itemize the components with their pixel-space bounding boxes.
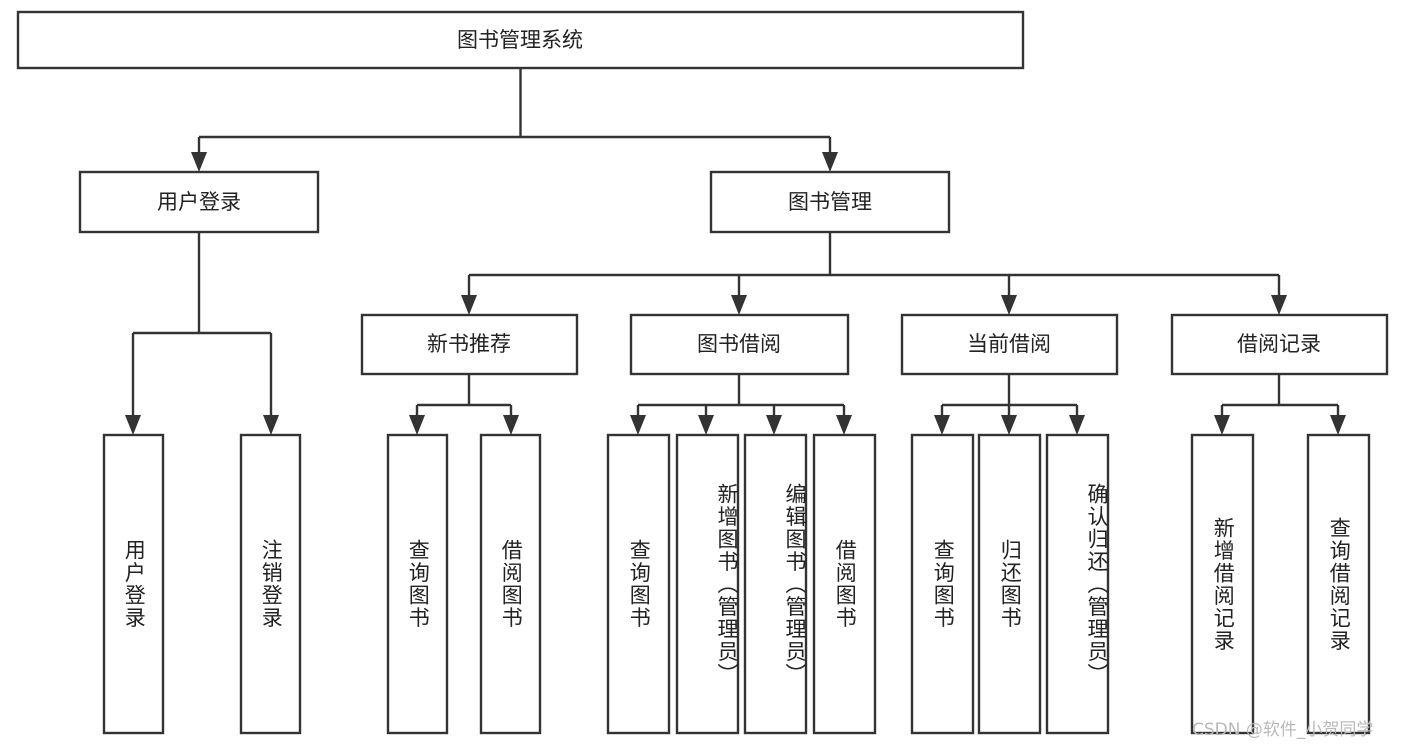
node-current-label: 当前借阅	[967, 332, 1051, 356]
node-borrow-box[interactable]	[629, 313, 850, 376]
node-leaf-5-box[interactable]	[606, 433, 671, 735]
node-current-box[interactable]	[900, 313, 1119, 376]
node-borrow[interactable]: 图书借阅	[629, 313, 850, 376]
node-leaf-3-box[interactable]	[386, 433, 449, 735]
node-leaf-7-label: 编辑图书（管理员）	[783, 482, 807, 686]
node-bookmgmt-label: 图书管理	[788, 190, 872, 214]
node-leaf-12-label: 新增借阅记录	[1211, 516, 1236, 652]
node-leaf-9-box[interactable]	[910, 433, 975, 735]
arrow-icon-newbook	[461, 295, 477, 315]
node-login[interactable]: 用户登录	[78, 170, 320, 234]
arrow-icon-leaf-12	[1214, 415, 1230, 435]
node-leaf-8-label: 借阅图书	[833, 539, 858, 629]
arrow-icon-leaf-7	[766, 415, 782, 435]
arrow-icon-records	[1271, 295, 1287, 315]
node-leaf-1-label: 用户登录	[122, 539, 147, 629]
node-bookmgmt-box[interactable]	[709, 170, 951, 234]
node-current[interactable]: 当前借阅	[900, 313, 1119, 376]
arrow-icon-current	[1001, 295, 1017, 315]
arrow-icon-login	[191, 152, 207, 172]
arrow-icon-leaf-3	[409, 415, 425, 435]
node-root-box[interactable]	[16, 10, 1025, 70]
node-leaf-1-box[interactable]	[102, 433, 165, 735]
node-records[interactable]: 借阅记录	[1170, 313, 1389, 376]
node-leaf-11-box[interactable]	[1045, 433, 1110, 735]
node-records-box[interactable]	[1170, 313, 1389, 376]
node-newbook[interactable]: 新书推荐	[360, 313, 579, 376]
node-leaf-6-box[interactable]	[675, 433, 740, 735]
watermark-label: CSDN @软件_小贺同学	[1192, 720, 1374, 740]
leaf-box-group	[102, 433, 1371, 735]
node-leaf-13-label: 查询借阅记录	[1327, 516, 1352, 652]
node-leaf-10-box[interactable]	[977, 433, 1042, 735]
node-leaf-8-box[interactable]	[812, 433, 877, 735]
node-leaf-13-box[interactable]	[1306, 433, 1371, 735]
arrow-icon-leaf-13	[1330, 415, 1346, 435]
node-leaf-5-label: 查询图书	[627, 539, 652, 629]
node-root[interactable]: 图书管理系统	[16, 10, 1025, 70]
arrow-icon-leaf-1	[125, 415, 141, 435]
node-leaf-2-label: 注销登录	[259, 539, 284, 629]
node-leaf-7-box[interactable]	[743, 433, 808, 735]
arrow-icon-borrow	[731, 295, 747, 315]
node-login-label: 用户登录	[157, 190, 241, 214]
node-leaf-11-label: 确认归还（管理员）	[1085, 482, 1109, 686]
node-leaf-12-box[interactable]	[1190, 433, 1255, 735]
connector-group	[125, 68, 1346, 435]
node-leaf-4-label: 借阅图书	[499, 539, 524, 629]
arrow-icon-leaf-9	[934, 415, 950, 435]
arrow-icon-leaf-10	[1001, 415, 1017, 435]
node-newbook-box[interactable]	[360, 313, 579, 376]
node-bookmgmt[interactable]: 图书管理	[709, 170, 951, 234]
node-leaf-2-box[interactable]	[239, 433, 302, 735]
node-records-label: 借阅记录	[1237, 332, 1321, 356]
arrow-icon-leaf-11	[1069, 415, 1085, 435]
node-leaf-4-box[interactable]	[479, 433, 542, 735]
node-leaf-9-label: 查询图书	[931, 539, 956, 629]
node-login-box[interactable]	[78, 170, 320, 234]
arrow-icon-leaf-4	[503, 415, 519, 435]
node-root-label: 图书管理系统	[457, 28, 583, 52]
node-leaf-3-label: 查询图书	[406, 539, 431, 629]
arrow-icon-bookmgmt	[822, 152, 838, 172]
arrow-icon-leaf-8	[836, 415, 852, 435]
node-leaf-6-label: 新增图书（管理员）	[715, 482, 739, 686]
arrow-icon-leaf-6	[698, 415, 714, 435]
arrow-icon-leaf-5	[630, 415, 646, 435]
node-leaf-10-label: 归还图书	[998, 539, 1023, 629]
node-newbook-label: 新书推荐	[427, 332, 511, 356]
arrow-icon-leaf-2	[263, 415, 279, 435]
node-borrow-label: 图书借阅	[697, 332, 781, 356]
